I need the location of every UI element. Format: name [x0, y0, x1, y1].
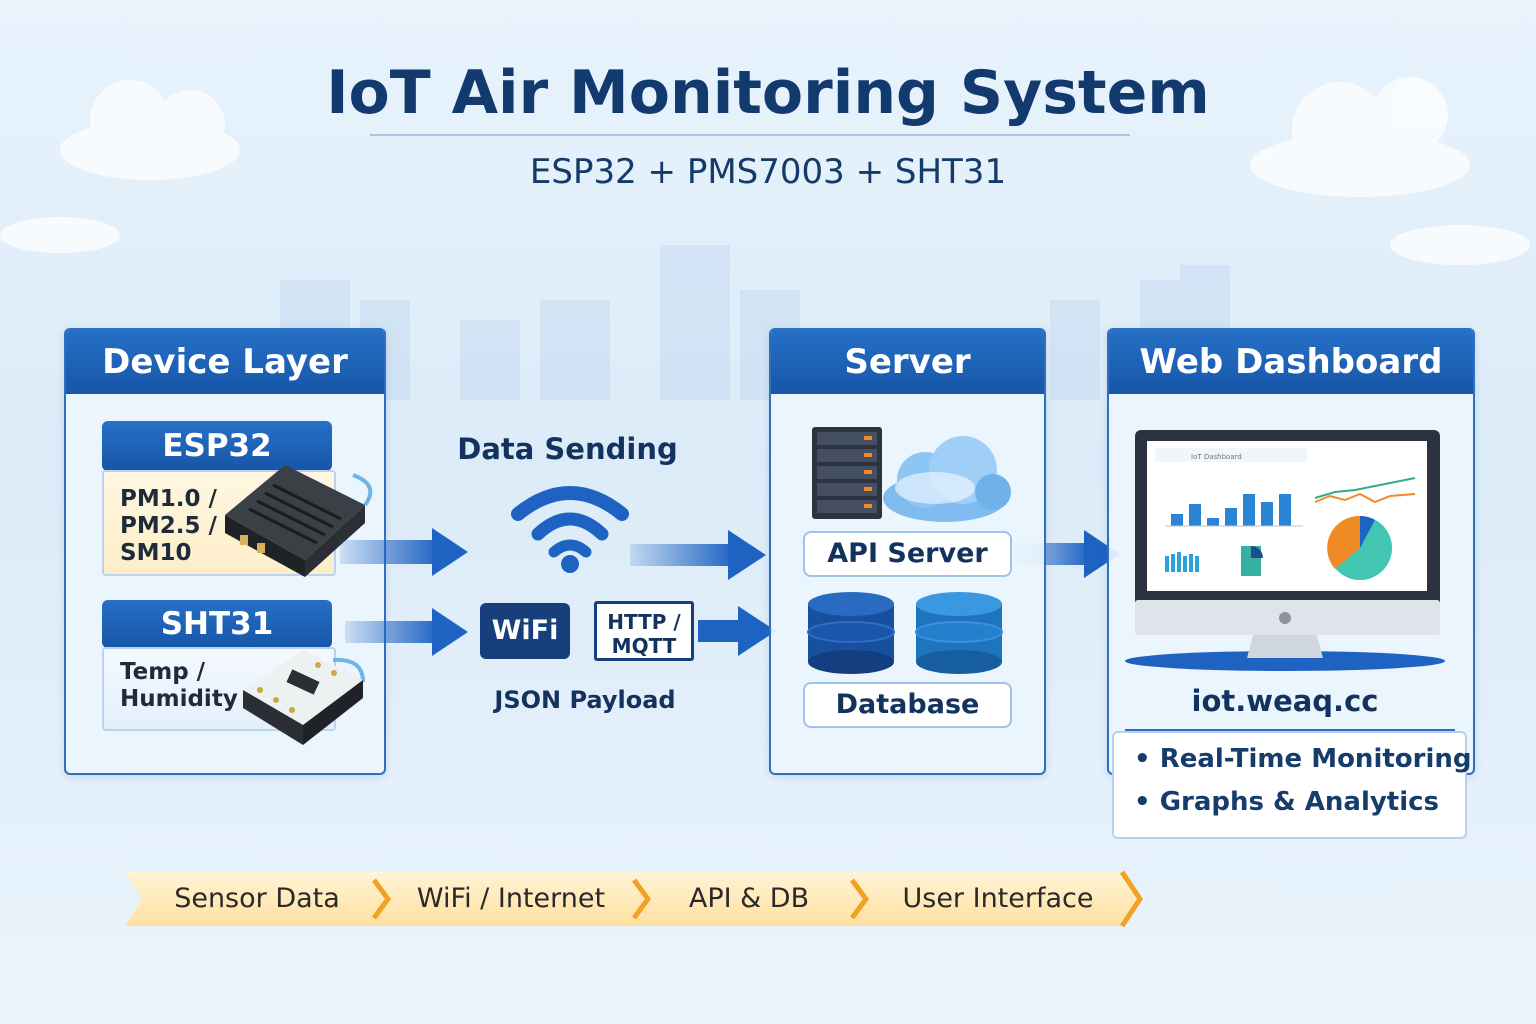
api-server-label: API Server	[803, 531, 1012, 577]
wifi-badge-label: WiFi	[491, 615, 559, 646]
title-divider	[370, 134, 1130, 136]
feature-realtime: Real-Time Monitoring	[1159, 744, 1472, 774]
wifi-badge	[480, 603, 570, 659]
flow-step-user-interface: User Interface	[902, 883, 1094, 914]
arrow-wifi-to-server	[630, 530, 766, 580]
flow-step-sensor-data: Sensor Data	[174, 883, 340, 914]
json-payload-label: JSON Payload	[494, 686, 676, 714]
reading-pm10: SM10	[120, 540, 192, 566]
reading-pm25: PM2.5 /	[120, 513, 217, 539]
features-card	[1112, 731, 1467, 839]
server-title: Server	[771, 330, 1044, 394]
bullet-icon: •	[1134, 787, 1151, 817]
dashboard-url[interactable]: iot.weaq.cc	[1191, 684, 1379, 718]
reading-pm1: PM1.0 /	[120, 486, 217, 512]
cloud-icon	[883, 436, 1011, 522]
data-sending-label: Data Sending	[457, 432, 678, 466]
screen-header-text: IoT Dashboard	[1191, 453, 1242, 461]
device-layer-title: Device Layer	[66, 330, 384, 394]
protocol-http: HTTP /	[607, 610, 681, 634]
esp32-label: ESP32	[102, 421, 332, 471]
feature-item: • Graphs & Analytics	[1134, 787, 1439, 817]
arrow-protocol-to-database	[698, 606, 776, 656]
database-label: Database	[803, 682, 1012, 728]
reading-temp: Temp /	[120, 659, 206, 685]
feature-graphs: Graphs & Analytics	[1159, 787, 1440, 817]
web-dashboard-title: Web Dashboard	[1109, 330, 1473, 394]
server-rack-icon	[812, 427, 882, 519]
page-title: IoT Air Monitoring System	[326, 58, 1210, 128]
feature-item: • Real-Time Monitoring	[1134, 744, 1472, 774]
reading-humidity: Humidity	[120, 686, 238, 712]
bullet-icon: •	[1134, 744, 1151, 774]
pms7003-sensor-icon	[225, 465, 373, 577]
flow-step-api-db: API & DB	[688, 883, 810, 914]
arrow-esp32-to-wifi	[340, 528, 468, 576]
sht31-label: SHT31	[102, 600, 332, 648]
page-subtitle: ESP32 + PMS7003 + SHT31	[529, 152, 1007, 192]
protocol-box: HTTP / MQTT	[594, 601, 694, 661]
flow-step-wifi-internet: WiFi / Internet	[416, 883, 606, 914]
url-divider	[1125, 729, 1455, 731]
wifi-signal-icon	[511, 486, 629, 573]
sht31-sensor-icon	[243, 650, 365, 745]
database-icon	[807, 592, 1003, 674]
protocol-mqtt: MQTT	[611, 634, 677, 658]
arrow-sht31-to-wifi	[345, 608, 468, 656]
monitor-icon: IoT Dashboard	[1125, 430, 1445, 671]
